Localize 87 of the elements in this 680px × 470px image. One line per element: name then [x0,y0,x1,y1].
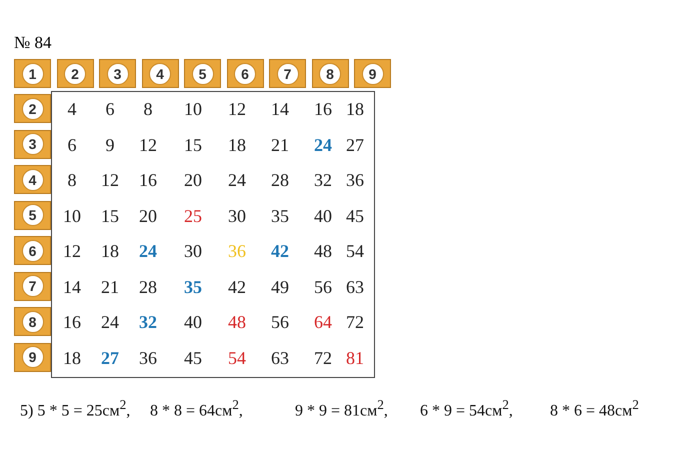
table-cell-text: 10 [62,204,82,226]
table-cell-text: 15 [100,204,120,226]
header-number: 6 [234,62,256,84]
table-cell-text: 24 [227,169,247,191]
table-cell-text: 56 [313,276,333,298]
table-cell-text: 14 [270,98,290,120]
table-cell-text: 54 [227,346,247,368]
table-cell-text: 16 [313,98,333,120]
header-number: 5 [192,62,214,84]
table-cell-text: 18 [62,346,82,368]
table-cell-text: 20 [183,169,203,191]
table-cell-text: 28 [270,169,290,191]
table-cell-text: 8 [66,169,78,191]
answer-text: 8 * 8 = 64см$^{2}$, [150,397,243,420]
table-cell-text: 14 [62,276,82,298]
table-cell-text: 72 [345,311,365,333]
table-cell-text: 24 [100,311,120,333]
table-cell-text: 63 [270,346,290,368]
table-cell-text: 72 [313,346,333,368]
table-cell-text: 24 [138,240,158,262]
table-cell-text: 40 [183,311,203,333]
answer-text: 5) 5 * 5 = 25см$^{2}$, [20,397,130,420]
header-number: 6 [22,240,44,262]
header-number: 4 [149,62,171,84]
header-number: 1 [22,62,44,84]
header-number: 2 [64,62,86,84]
header-number: 3 [22,133,44,155]
table-cell-text: 16 [138,169,158,191]
header-number: 4 [22,168,44,190]
table-cell-text: 64 [313,311,333,333]
table-cell-text: 30 [227,204,247,226]
table-cell-text: 30 [183,240,203,262]
table-cell-text: 12 [100,169,120,191]
header-number: 5 [22,204,44,226]
table-cell-text: 42 [227,276,247,298]
table-cell-text: 49 [270,276,290,298]
table-cell-text: 35 [270,204,290,226]
header-number: 2 [22,98,44,120]
table-cell-text: 18 [227,134,247,156]
header-number: 7 [276,62,298,84]
table-cell-text: 6 [104,98,116,120]
table-cell-text: 42 [270,240,290,262]
answer-text: 6 * 9 = 54см$^{2}$, [420,397,513,420]
table-cell-text: 36 [138,346,158,368]
table-cell-text: 56 [270,311,290,333]
answer-text: 8 * 6 = 48см$^{2}$ [550,397,639,420]
table-cell-text: 4 [66,98,78,120]
table-cell-text: 36 [345,169,365,191]
table-cell-text: 45 [345,204,365,226]
table-cell-text: 12 [138,134,158,156]
table-cell-text: 9 [104,134,116,156]
table-cell-text: 48 [227,311,247,333]
table-cell-text: 32 [313,169,333,191]
table-cell-text: 12 [227,98,247,120]
header-number: 8 [319,62,341,84]
table-cell-text: 20 [138,204,158,226]
table-cell-text: 81 [345,346,365,368]
table-cell-text: 6 [66,134,78,156]
table-cell-text: 54 [345,240,365,262]
table-cell-text: 18 [345,98,365,120]
table-cell-text: 25 [183,204,203,226]
table-cell-text: 40 [313,204,333,226]
table-cell-text: 21 [270,134,290,156]
table-cell-text: 16 [62,311,82,333]
answer-text: 9 * 9 = 81см$^{2}$, [295,397,388,420]
exercise-number: № 84 [14,33,52,53]
table-cell-text: 24 [313,134,333,156]
table-cell-text: 27 [100,346,120,368]
table-cell-text: 45 [183,346,203,368]
table-cell-text: 15 [183,134,203,156]
table-cell-text: 21 [100,276,120,298]
table-cell-text: 36 [227,240,247,262]
table-cell-text: 12 [62,240,82,262]
table-cell-text: 8 [142,98,154,120]
table-cell-text: 32 [138,311,158,333]
header-number: 8 [22,310,44,332]
header-number: 3 [106,62,128,84]
header-number: 9 [22,346,44,368]
table-cell-text: 63 [345,276,365,298]
table-cell-text: 27 [345,134,365,156]
table-cell-text: 10 [183,98,203,120]
table-cell-text: 48 [313,240,333,262]
table-cell-text: 28 [138,276,158,298]
header-number: 7 [22,275,44,297]
header-number: 9 [362,62,384,84]
table-cell-text: 35 [183,276,203,298]
table-cell-text: 18 [100,240,120,262]
